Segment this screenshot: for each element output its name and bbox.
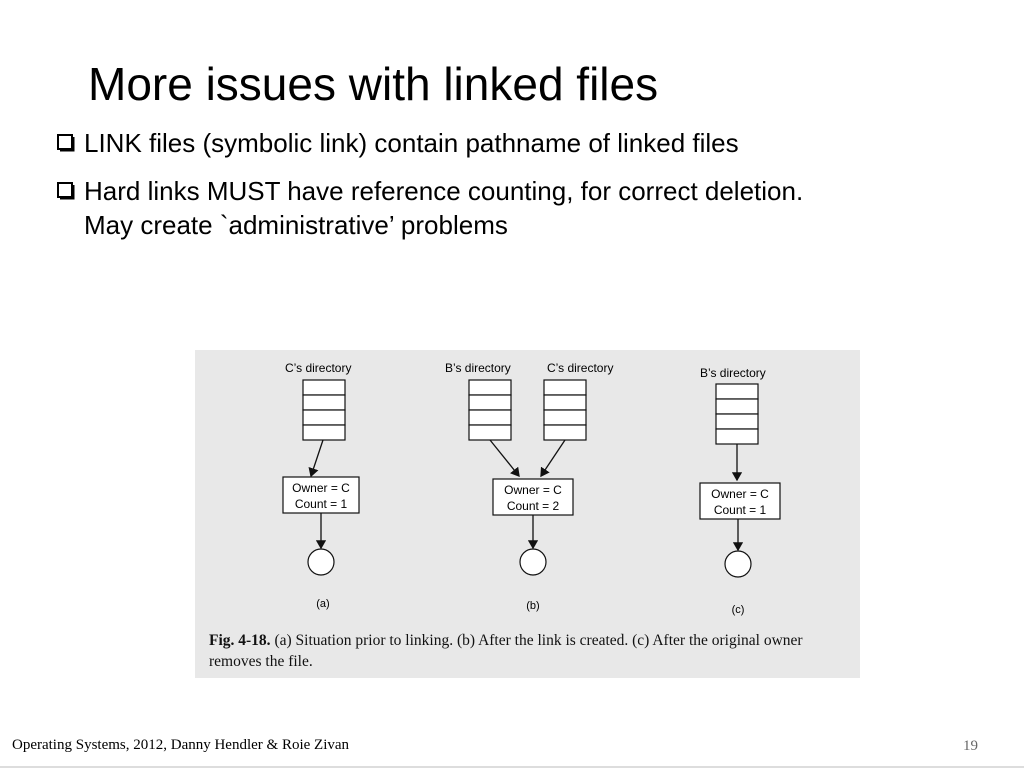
bullet-line: May create `administrative’ problems (84, 210, 508, 240)
bullet-line: Hard links MUST have reference counting,… (84, 176, 804, 206)
linked-files-figure: C’s directory Owner = C Count = 1 (a) B’… (195, 350, 860, 678)
bullet-list: LINK files (symbolic link) contain pathn… (56, 126, 996, 256)
bullet-item-hard-links: Hard links MUST have reference counting,… (56, 174, 996, 242)
page-number: 19 (963, 738, 978, 754)
panel-c: B’s directory Owner = C Count = 1 (c) (699, 366, 781, 616)
figure-caption: Fig. 4-18. (a) Situation prior to linkin… (209, 630, 849, 672)
inode-box (282, 476, 360, 514)
bullet-line: LINK files (symbolic link) contain pathn… (84, 128, 739, 158)
link-arrow (540, 439, 566, 478)
footer-course: Operating Systems, 2012, Danny Hendler &… (12, 737, 350, 753)
inode-box (492, 478, 574, 516)
checkbox-bullet-icon (56, 126, 84, 157)
directory-label: C’s directory (547, 361, 613, 375)
directory-label: C’s directory (285, 361, 351, 375)
link-arrow (489, 439, 520, 478)
bullet-text: Hard links MUST have reference counting,… (84, 174, 803, 242)
directory-table (468, 379, 512, 441)
directory-label: B’s directory (445, 361, 511, 375)
panel-a: C’s directory Owner = C Count = 1 (a) (282, 361, 360, 610)
directory-table (715, 383, 759, 445)
directory-table (543, 379, 587, 441)
footer-divider (0, 766, 1024, 768)
panel-label: (b) (526, 600, 539, 612)
panel-label: (a) (316, 598, 329, 610)
inode-owner: Owner = C (292, 481, 350, 495)
caption-text: (a) Situation prior to linking. (b) Afte… (209, 632, 803, 670)
bullet-item-link-files: LINK files (symbolic link) contain pathn… (56, 126, 996, 160)
figure-number: Fig. 4-18. (209, 632, 271, 649)
directory-table (302, 379, 346, 441)
inode-count: Count = 1 (714, 503, 767, 517)
slide-title: More issues with linked files (88, 58, 659, 110)
file-node (307, 548, 335, 576)
inode-count: Count = 2 (507, 499, 560, 513)
panel-label: (c) (732, 604, 745, 616)
link-arrow (308, 439, 324, 478)
directory-label: B’s directory (700, 366, 766, 380)
file-node (519, 548, 547, 576)
checkbox-bullet-icon (56, 174, 84, 205)
file-node (724, 550, 752, 578)
inode-owner: Owner = C (711, 487, 769, 501)
inode-owner: Owner = C (504, 483, 562, 497)
inode-count: Count = 1 (295, 497, 348, 511)
bullet-text: LINK files (symbolic link) contain pathn… (84, 126, 739, 160)
inode-box (699, 482, 781, 520)
panel-b: B’s directory C’s directory Owner = C Co… (445, 361, 613, 612)
